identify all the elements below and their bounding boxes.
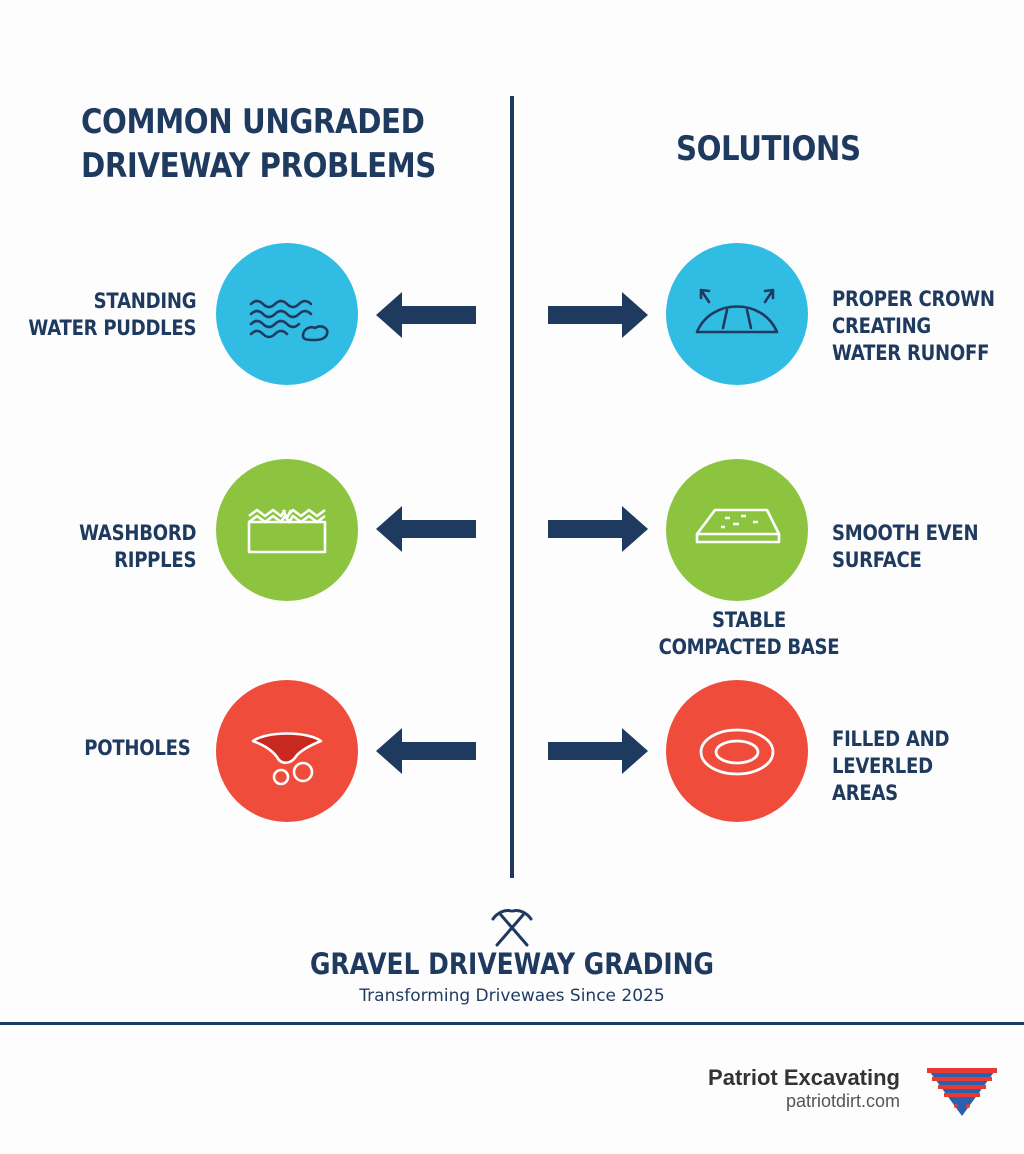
problem-label-line: WATER PUDDLES	[28, 316, 196, 340]
washboard-ripples-icon	[247, 508, 327, 554]
problem-label-line: RIPPLES	[113, 548, 196, 572]
pothole-icon	[251, 732, 323, 786]
arrow-left-icon	[376, 506, 476, 552]
solution-label-compacted-base: STABLE COMPACTED BASE	[650, 607, 848, 661]
solution-label-line: AREAS	[832, 781, 898, 805]
brand-name: Patriot Excavating	[708, 1065, 900, 1090]
problems-heading-line-1: COMMON UNGRADED	[81, 102, 425, 142]
solution-label-line: WATER RUNOFF	[832, 341, 990, 365]
filled-level-icon	[699, 728, 775, 776]
patriot-shield-logo	[927, 1068, 997, 1116]
problem-label-line: STANDING	[93, 289, 196, 313]
footer-tagline: Transforming Drivewaes Since 2025	[359, 986, 665, 1006]
arrow-right-icon	[548, 292, 648, 338]
solutions-heading: SOLUTIONS	[676, 129, 861, 169]
brand-url: patriotdirt.com	[785, 1091, 900, 1111]
center-divider	[510, 96, 514, 878]
problems-heading-line-2: DRIVEWAY PROBLEMS	[81, 146, 436, 186]
problem-circle-washboard	[216, 459, 358, 601]
problem-circle-standing-water	[216, 243, 358, 385]
problem-circle-potholes	[216, 680, 358, 822]
crown-runoff-icon	[695, 288, 779, 334]
problem-label-line: WASHBORD	[78, 521, 196, 545]
solution-label-line: LEVERLED	[832, 754, 933, 778]
footer-title: GRAVEL DRIVEWAY GRADING	[309, 947, 715, 981]
solution-label-line: FILLED AND	[832, 727, 950, 751]
solution-circle-proper-crown	[666, 243, 808, 385]
arrow-right-icon	[548, 506, 648, 552]
solution-label-line: PROPER CROWN	[832, 287, 995, 311]
problems-heading: COMMON UNGRADED DRIVEWAY PROBLEMS	[81, 100, 436, 188]
solution-circle-smooth-surface	[666, 459, 808, 601]
footer-divider	[0, 1022, 1024, 1025]
solution-label-line: SURFACE	[832, 548, 922, 572]
problem-label-washboard: WASHBORD RIPPLES	[79, 520, 196, 574]
compacted-slab-icon	[695, 508, 781, 544]
solution-label-line: SMOOTH EVEN	[832, 521, 979, 545]
problem-label-line: POTHOLES	[83, 736, 190, 760]
arrow-right-icon	[548, 728, 648, 774]
problem-label-standing-water: STANDING WATER PUDDLES	[28, 288, 196, 342]
arrow-left-icon	[376, 292, 476, 338]
solution-circle-filled-areas	[666, 680, 808, 822]
solution-label-line: CREATING	[832, 314, 931, 338]
water-waves-icon	[249, 299, 329, 342]
problem-label-potholes: POTHOLES	[84, 735, 190, 762]
solution-label-filled-areas: FILLED AND LEVERLED AREAS	[832, 726, 949, 807]
crossed-pickaxes-icon	[491, 909, 533, 947]
solution-label-smooth-surface: SMOOTH EVEN SURFACE	[832, 520, 979, 574]
solution-label-proper-crown: PROPER CROWN CREATING WATER RUNOFF	[832, 286, 995, 367]
solution-label-line: COMPACTED BASE	[658, 635, 840, 659]
solution-label-line: STABLE	[712, 608, 786, 632]
arrow-left-icon	[376, 728, 476, 774]
